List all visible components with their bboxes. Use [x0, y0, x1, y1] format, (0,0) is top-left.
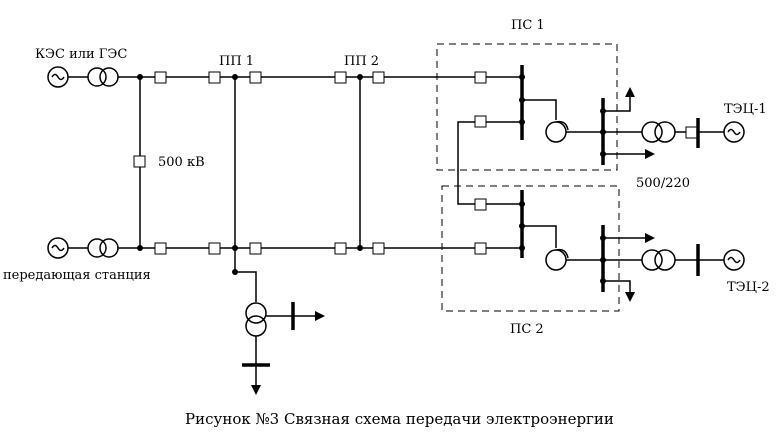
breaker-icon: [372, 242, 385, 255]
autotransformer-ps2: [545, 248, 569, 271]
transformer-top: [87, 67, 119, 87]
arrow-icon: [315, 311, 325, 321]
ps1-boundary: [436, 43, 618, 171]
breaker-icon: [208, 242, 221, 255]
label-tec1: ТЭЦ-1: [724, 102, 767, 117]
generator-tec1: [723, 121, 745, 143]
label-ps1: ПС 1: [511, 18, 545, 33]
autotransformer-icon: [545, 249, 567, 271]
figure-caption: Рисунок №3 Связная схема передачи электр…: [185, 410, 614, 428]
generator-tec2: [723, 249, 745, 271]
label-tec2: ТЭЦ-2: [727, 280, 770, 295]
label-ratio: 500/220: [636, 176, 690, 191]
transformer-icon: [641, 121, 663, 143]
generator-icon: [723, 249, 745, 271]
breaker-icon: [372, 71, 385, 84]
transformer-bottom: [87, 238, 119, 258]
label-pp1: ПП 1: [219, 54, 254, 69]
label-pp2: ПП 2: [344, 54, 379, 69]
arrow-icon: [625, 292, 635, 302]
load-transformer: [245, 302, 267, 337]
breaker-icon: [154, 71, 167, 84]
transformer-icon: [641, 249, 663, 271]
autotransformer-ps1: [545, 120, 569, 143]
label-sending-station: передающая станция: [3, 268, 151, 283]
generator-top: [47, 66, 69, 88]
arrow-icon: [645, 233, 655, 243]
autotransformer-icon: [545, 121, 567, 143]
breaker-icon: [133, 155, 146, 168]
generator-icon: [723, 121, 745, 143]
breaker-icon: [249, 242, 262, 255]
breaker-icon: [474, 115, 487, 128]
label-ps2: ПС 2: [510, 322, 544, 337]
breaker-icon: [154, 242, 167, 255]
generator-bottom: [47, 237, 69, 259]
breaker-icon: [685, 126, 698, 139]
arrow-icon: [625, 87, 635, 97]
breaker-icon: [474, 71, 487, 84]
transformer-tec2: [641, 249, 676, 271]
label-voltage-500: 500 кВ: [158, 155, 205, 170]
breaker-icon: [249, 71, 262, 84]
breaker-icon: [334, 242, 347, 255]
arrow-icon: [645, 149, 655, 159]
breaker-icon: [474, 242, 487, 255]
label-kes-ges: КЭС или ГЭС: [35, 47, 127, 62]
breaker-icon: [334, 71, 347, 84]
transformer-tec1: [641, 121, 676, 143]
breaker-icon: [474, 198, 487, 211]
transformer-icon: [245, 302, 267, 324]
arrow-icon: [251, 385, 261, 395]
breaker-icon: [208, 71, 221, 84]
